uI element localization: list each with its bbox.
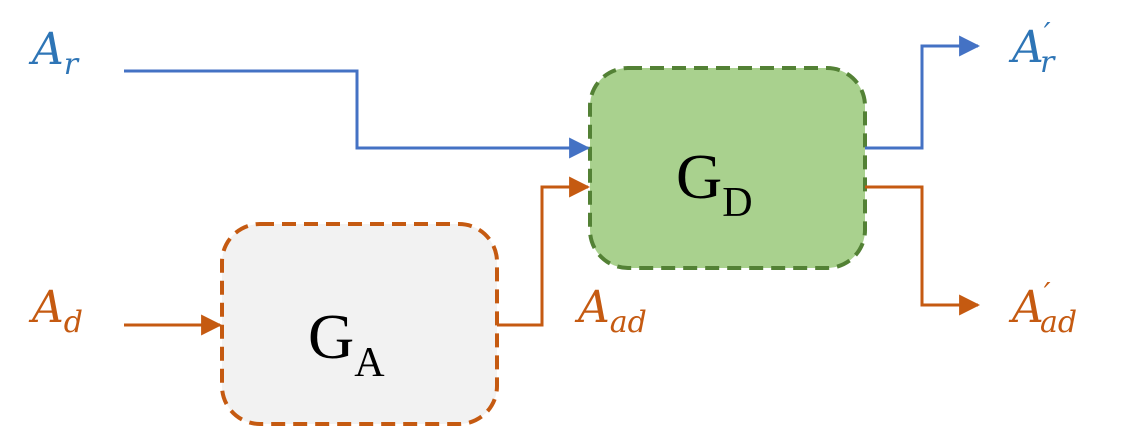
a-r-label-main: A [28, 24, 64, 75]
gd-label-sub: D [722, 180, 752, 226]
a-ad-label-main: A [574, 282, 610, 333]
a-r-prime-label-sub: r [1040, 45, 1056, 80]
a-r-prime-label-main: A [1008, 22, 1044, 73]
ar-to-gd-arrow [124, 69, 591, 159]
gd-block [588, 66, 867, 270]
ga-label-main: G [308, 301, 354, 372]
ga-label: GA [308, 301, 385, 386]
a-d-label-sub: d [64, 305, 83, 340]
gd-label: GD [676, 141, 753, 226]
a-ad-prime-label-sub: ad [1040, 305, 1077, 340]
a-ad-prime-label-prime: ′ [1044, 277, 1051, 312]
a-r-prime-label-prime: ′ [1044, 17, 1051, 52]
ga-to-gd-arrow [497, 176, 591, 327]
a-r-prime-label: A′r [1008, 17, 1056, 80]
a-ad-label-sub: ad [610, 305, 647, 340]
ga-block [220, 222, 499, 426]
gd-to-ar-prime-arrow [865, 35, 981, 150]
a-d-label-main: A [28, 282, 64, 333]
a-ad-prime-label: A′ad [1008, 277, 1077, 340]
ga-label-sub: A [354, 340, 385, 386]
a-r-label: Ar [28, 24, 80, 82]
a-r-label-sub: r [64, 47, 80, 82]
gd-to-aad-prime-arrow [865, 185, 981, 316]
gd-label-main: G [676, 141, 722, 212]
a-ad-label: Aad [574, 282, 647, 340]
a-ad-prime-label-main: A [1008, 282, 1044, 333]
a-d-label: Ad [28, 282, 83, 340]
